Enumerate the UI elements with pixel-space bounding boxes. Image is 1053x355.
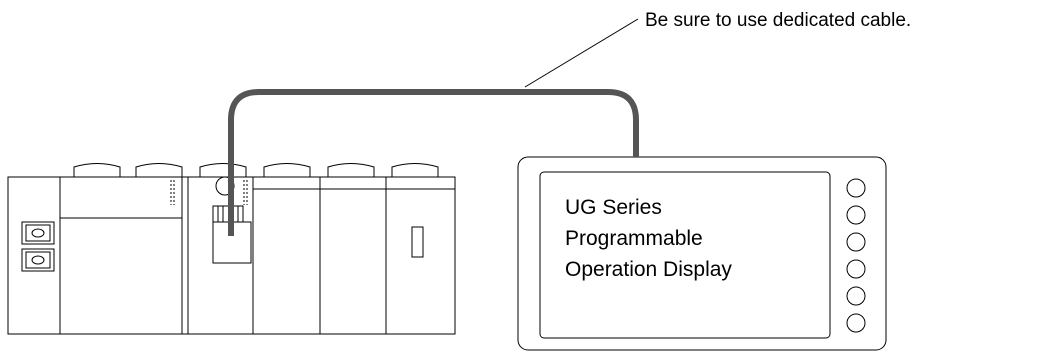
screen-line-1: UG Series xyxy=(565,196,662,219)
plc-rack xyxy=(7,163,456,335)
screen-line-2: Programmable xyxy=(565,227,703,250)
annotation-leader xyxy=(524,18,639,88)
display-buttons xyxy=(846,178,866,333)
cable-annotation: Be sure to use dedicated cable. xyxy=(645,10,911,31)
ug-display xyxy=(517,156,887,351)
dedicated-cable xyxy=(228,89,639,236)
io-unit-1 xyxy=(253,177,321,334)
cpu-unit xyxy=(60,177,189,334)
io-unit-3 xyxy=(386,188,455,258)
power-supply-unit xyxy=(21,177,61,334)
screen-line-3: Operation Display xyxy=(565,258,732,281)
connector-caps xyxy=(73,163,439,177)
io-unit-2 xyxy=(320,177,387,334)
